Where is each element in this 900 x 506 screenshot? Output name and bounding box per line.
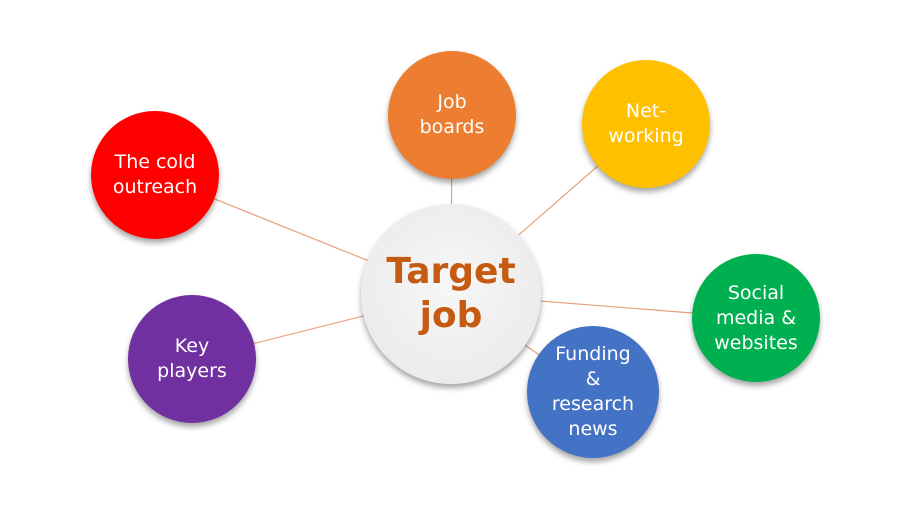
node-funding-news: Funding & research news	[527, 326, 659, 458]
node-networking: Net- working	[582, 60, 710, 188]
center-node-target-job: Target job	[361, 204, 541, 384]
center-node-label: Target job	[386, 251, 516, 336]
node-cold-outreach: The cold outreach	[91, 111, 219, 239]
node-label: Key players	[157, 335, 227, 382]
node-social-media: Social media & websites	[692, 254, 820, 382]
node-label: Funding & research news	[551, 343, 635, 440]
node-label: Job boards	[419, 91, 485, 138]
node-label: The cold outreach	[112, 151, 198, 198]
node-label: Net- working	[608, 100, 684, 147]
node-job-boards: Job boards	[388, 51, 516, 179]
node-key-players: Key players	[128, 295, 256, 423]
node-label: Social media & websites	[714, 281, 798, 354]
